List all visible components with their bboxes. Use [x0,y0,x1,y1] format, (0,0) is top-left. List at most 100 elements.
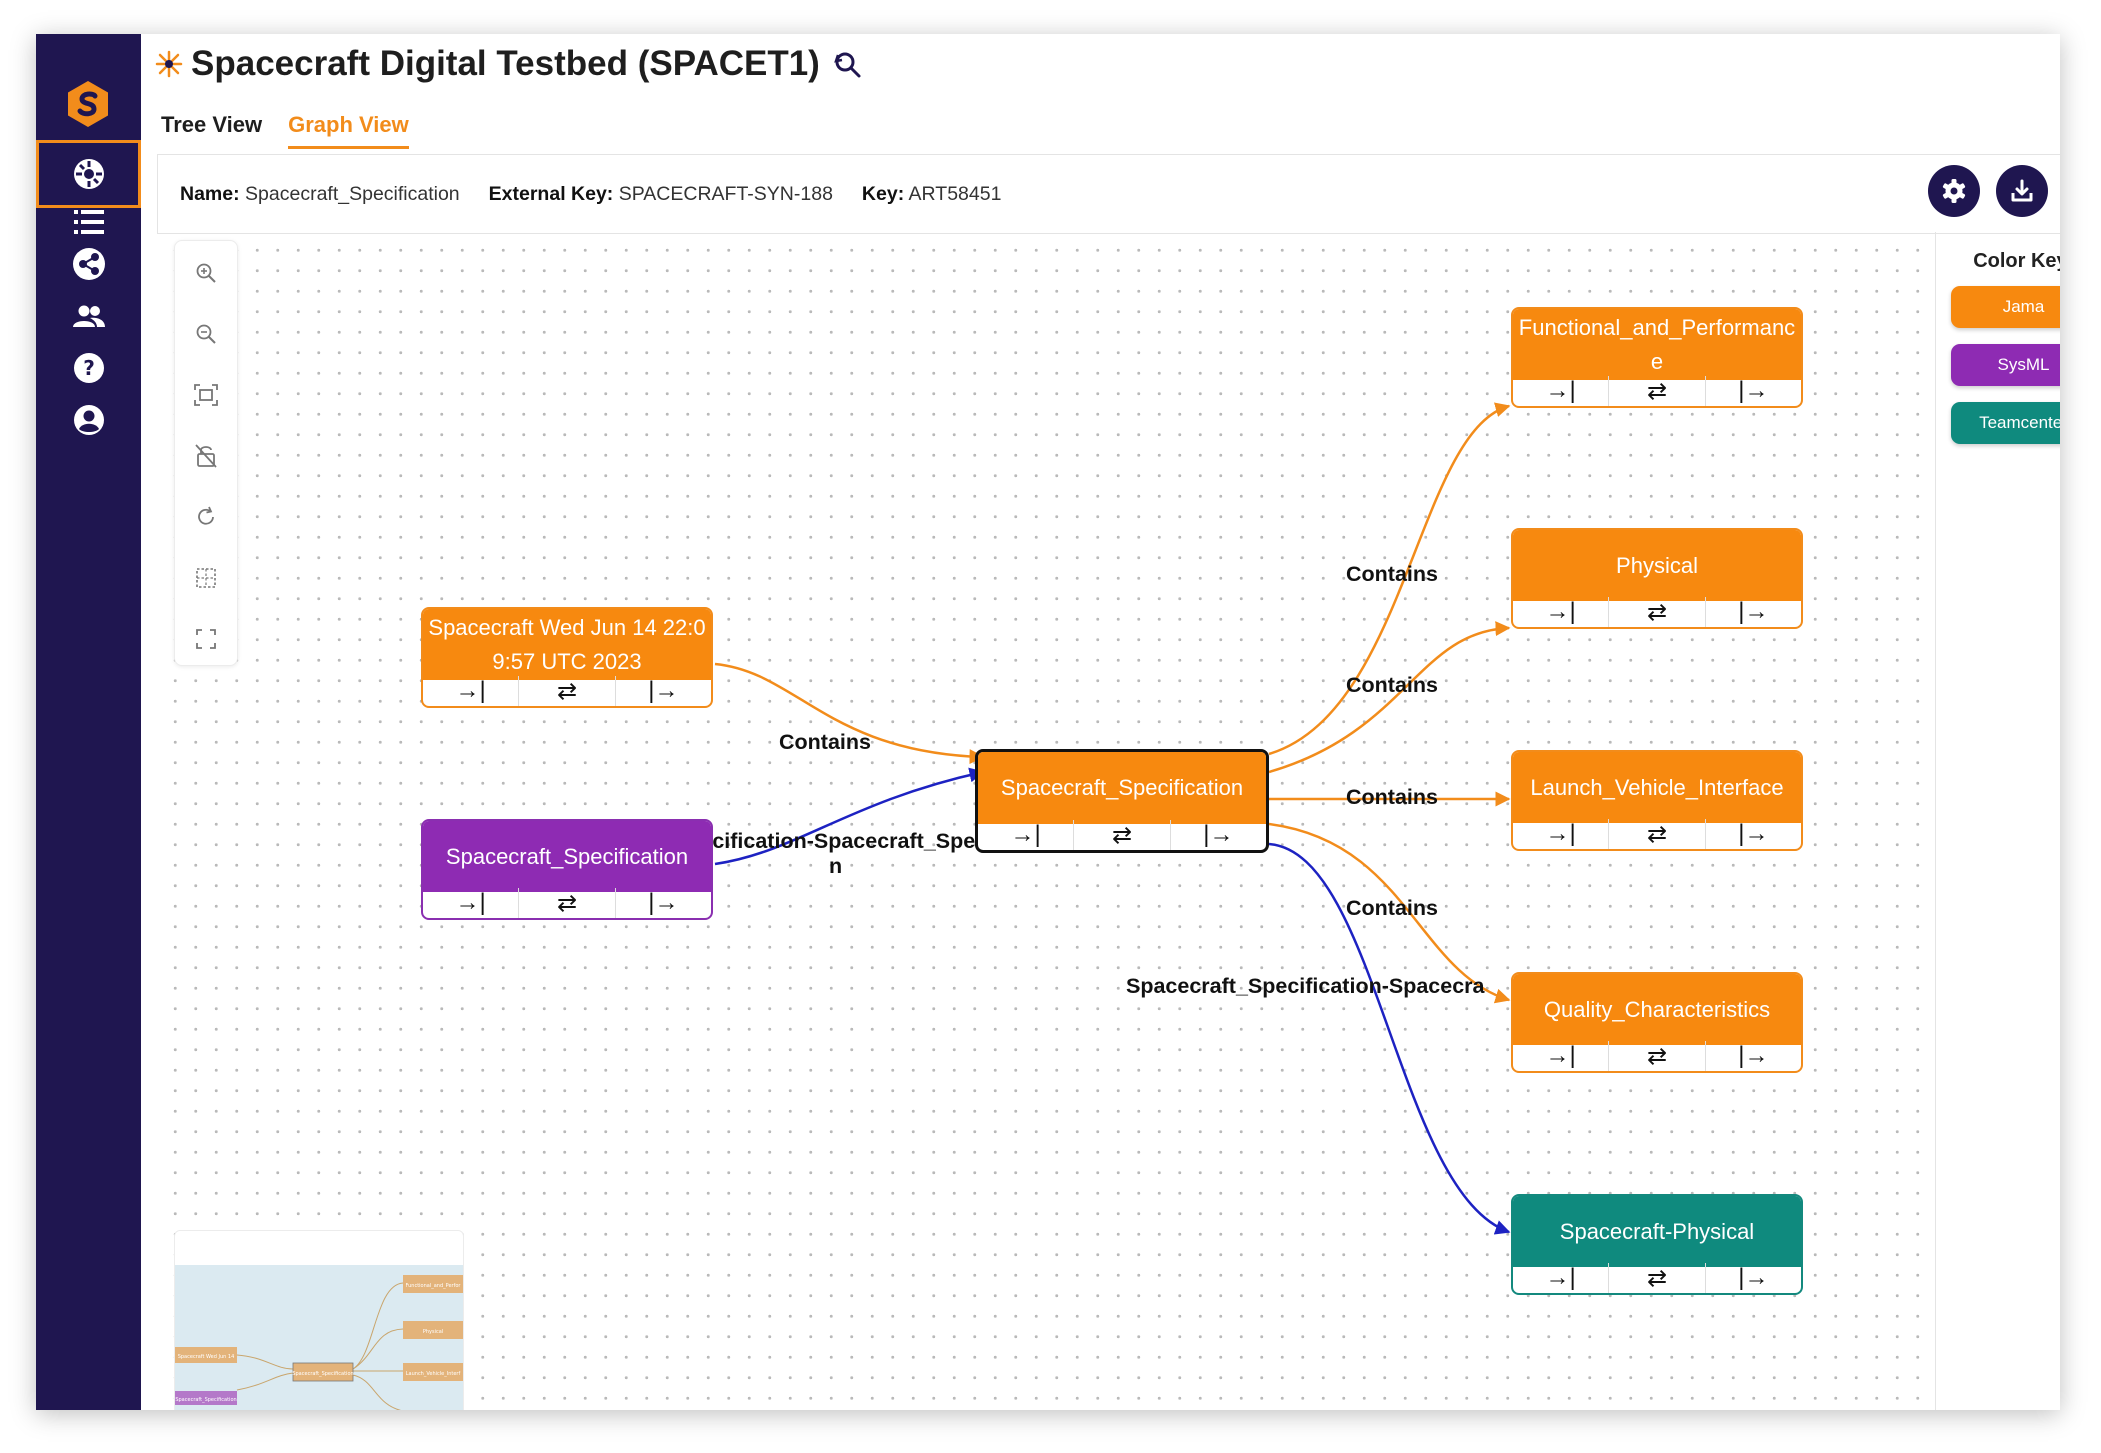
node-inbound-action[interactable]: →| [1513,1263,1610,1293]
edge-center-to-physical [1268,621,1511,774]
graph-node-center-selected[interactable]: Spacecraft_Specification →|⇄ |→ [975,749,1269,853]
zoom-in-icon [196,263,216,283]
minimap-node [403,1275,463,1293]
graph-node-functional[interactable]: Functional_and_Performance →|⇄ |→ [1511,307,1803,408]
dashboard-icon [73,159,104,189]
node-inbound-action[interactable]: →| [1513,819,1610,849]
node-outbound-action[interactable]: |→ [1738,598,1769,625]
graph-node-physical[interactable]: Physical →|⇄|→ [1511,528,1803,629]
node-outbound-action[interactable]: |→ [1203,821,1234,848]
settings-button[interactable] [1928,165,1980,217]
node-swap-action[interactable]: ⇄ [1609,1263,1706,1293]
node-label: Spacecraft Wed Jun 14 22:09:57 UTC 2023 [423,609,711,680]
info-external-key: External Key: SPACECRAFT-SYN-188 [489,183,833,206]
graph-canvas[interactable]: Contains Spacecraft_Specification-Spacec… [157,232,1935,1410]
graph-toolbar [174,240,238,666]
color-key-jama[interactable]: Jama [1951,286,2060,328]
artifact-info: Name: Spacecraft_Specification External … [180,183,1001,206]
fullscreen-button[interactable] [175,617,237,661]
node-label: Functional_and_Performance [1513,309,1801,380]
unlock-icon [195,444,217,468]
node-outbound-action[interactable]: |→ [1738,1042,1769,1069]
color-key-sysml[interactable]: SysML [1951,344,2060,386]
name-label: Name: [180,183,240,205]
zoom-in-button[interactable] [175,251,237,295]
minimap-node-label: Spacecraft_Specification [292,1371,353,1377]
app-logo-icon[interactable] [66,80,110,128]
edge-root-to-center [714,662,985,765]
node-swap-action[interactable]: ⇄ [1609,819,1706,849]
sidebar-item-list[interactable] [36,188,141,256]
edge-center-to-spacecraft-physical [1268,842,1511,1235]
edge-label-contains-physical: Contains [1346,673,1438,697]
sidebar-item-network[interactable] [36,230,141,298]
info-key: Key: ART58451 [862,183,1002,206]
external-key-label: External Key: [488,183,614,205]
sidebar-item-dashboard[interactable] [36,140,141,208]
node-swap-action[interactable]: ⇄ [519,888,616,918]
sidebar-item-users[interactable] [36,282,141,350]
view-tabs: Tree View Graph View [161,112,409,149]
color-key-teamcenter[interactable]: Teamcenter [1951,402,2060,444]
node-label: Quality_Characteristics [1513,974,1801,1045]
reset-layout-button[interactable] [175,495,237,539]
tab-tree-view[interactable]: Tree View [161,112,263,137]
zoom-out-button[interactable] [175,312,237,356]
graph-node-root-source[interactable]: Spacecraft Wed Jun 14 22:09:57 UTC 2023 … [421,607,713,708]
minimap-node-label: Physical [423,1329,443,1335]
node-swap-action[interactable]: ⇄ [1609,597,1706,627]
minimap-node [175,1391,237,1405]
minimap-node-label: Spacecraft Wed Jun 14 [178,1354,235,1360]
sidebar-item-help[interactable]: ? [36,334,141,402]
node-swap-action[interactable]: ⇄ [1609,1041,1706,1071]
sidebar: ? [36,34,141,1410]
node-swap-action[interactable]: ⇄ [1609,376,1706,406]
graph-node-launch-vehicle-interface[interactable]: Launch_Vehicle_Interface →|⇄|→ [1511,750,1803,851]
graph-node-quality-characteristics[interactable]: Quality_Characteristics →|⇄ |→ [1511,972,1803,1073]
node-outbound-action[interactable]: |→ [648,677,679,704]
edge-label-contains-functional: Contains [1346,562,1438,586]
node-inbound-action[interactable]: →| [1513,597,1610,627]
node-inbound-action[interactable]: →| [423,888,520,918]
node-inbound-action[interactable]: →| [1513,1041,1610,1071]
fit-view-button[interactable] [175,373,237,417]
edge-label-contains-launch: Contains [1346,785,1438,809]
list-icon [73,210,104,234]
sidebar-item-account[interactable] [36,386,141,454]
tab-graph-view[interactable]: Graph View [288,112,409,149]
node-outbound-action[interactable]: |→ [1738,1264,1769,1291]
fit-view-icon [194,384,218,406]
edge-label-sysml-link-wrap: n [829,854,843,878]
lock-toggle-button[interactable] [175,434,237,478]
node-outbound-action[interactable]: |→ [648,889,679,916]
graph-node-spacecraft-physical[interactable]: Spacecraft-Physical →|⇄ |→ [1511,1194,1803,1295]
node-inbound-action[interactable]: →| [423,676,520,706]
page-title: Spacecraft Digital Testbed (SPACET1) [191,44,820,83]
node-inbound-action[interactable]: →| [1513,376,1610,406]
node-label: Spacecraft-Physical [1513,1196,1801,1267]
node-inbound-action[interactable]: →| [978,820,1075,850]
select-area-button[interactable] [175,556,237,600]
edge-label-contains-quality: Contains [1346,896,1438,920]
edge-label-contains-root: Contains [779,730,871,754]
gear-icon [1942,179,1966,203]
share-network-icon [72,248,105,280]
download-button[interactable] [1996,165,2048,217]
node-swap-action[interactable]: ⇄ [1074,820,1171,850]
node-swap-action[interactable]: ⇄ [519,676,616,706]
node-outbound-action[interactable]: |→ [1738,377,1769,404]
minimap-node [403,1363,463,1381]
graph-node-sysml-source[interactable]: Spacecraft_Specification →|⇄|→ [421,819,713,920]
graph-edges [714,402,1511,1235]
node-outbound-action[interactable]: |→ [1738,820,1769,847]
select-grid-icon [196,568,216,588]
minimap-drawing: Spacecraft Wed Jun 14 Spacecraft_Specifi… [175,1275,463,1410]
external-key-value: SPACECRAFT-SYN-188 [618,183,833,205]
project-icon [155,50,183,78]
refresh-search-icon[interactable] [832,49,862,79]
node-label: Spacecraft_Specification [978,752,1266,824]
graph-minimap[interactable]: Spacecraft Wed Jun 14 Spacecraft_Specifi… [174,1230,464,1410]
download-icon [2011,179,2033,202]
edge-sysml-to-center [714,767,985,866]
edge-label-teamcenter-link: Spacecraft_Specification-Spacecra [1126,974,1485,998]
